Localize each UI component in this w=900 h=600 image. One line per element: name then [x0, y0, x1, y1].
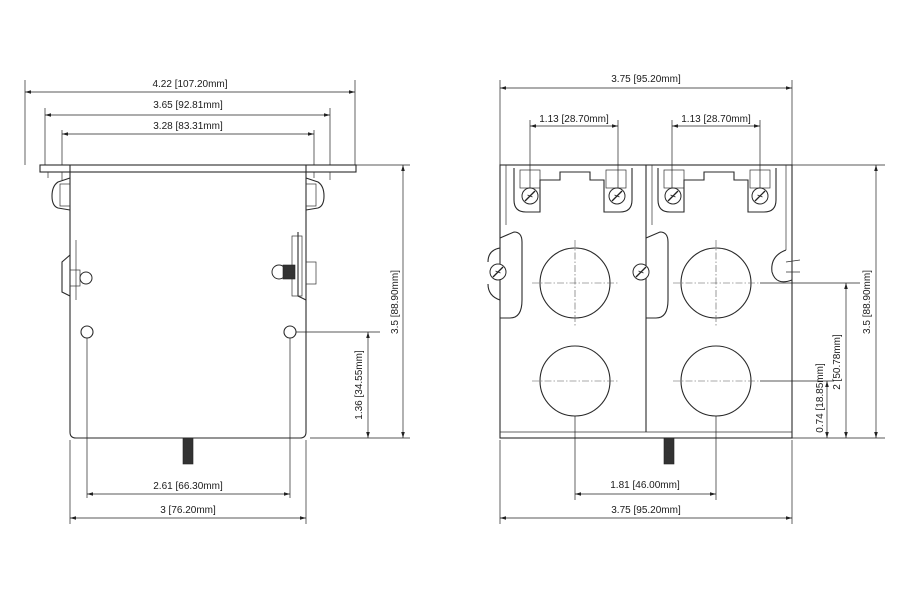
dim-outer-tab-width: 3.65 [92.81mm] — [153, 100, 223, 111]
dim-knockout-spacing: 1.81 [46.00mm] — [610, 480, 680, 491]
mounting-hole-right — [283, 325, 297, 339]
device-screw-icon — [664, 187, 682, 205]
dim-flange-width: 4.22 [107.20mm] — [152, 79, 227, 90]
left-top-clamp — [51, 177, 71, 211]
center-cable-clamp — [632, 231, 669, 319]
ground-stud — [182, 437, 194, 465]
ground-stud — [663, 437, 675, 465]
device-screw-icon — [608, 187, 626, 205]
device-screw-icon — [751, 187, 769, 205]
dim-hole-height: 1.36 [34.55mm] — [354, 350, 365, 420]
device-screw-icon — [521, 187, 539, 205]
dim-hole-spacing: 2.61 [66.30mm] — [153, 481, 223, 492]
left-side-clamp — [61, 240, 93, 300]
dim-left-screw-spacing: 1.13 [28.70mm] — [539, 114, 609, 125]
dim-front-height: 3.5 [88.90mm] — [862, 270, 873, 334]
right-top-clamp — [305, 177, 325, 211]
mounting-hole-left — [80, 325, 94, 339]
right-wall-clip — [771, 249, 801, 283]
left-cable-clamp — [487, 231, 523, 319]
box-body — [69, 165, 307, 439]
dim-front-width-top: 3.75 [95.20mm] — [611, 74, 681, 85]
mounting-flange — [39, 164, 357, 173]
dim-upper-knockout-height: 2 [50.78mm] — [832, 334, 843, 390]
dim-right-screw-spacing: 1.13 [28.70mm] — [681, 114, 751, 125]
dim-front-width-bottom: 3.75 [95.20mm] — [611, 505, 681, 516]
dim-lower-knockout-height: 0.74 [18.85mm] — [815, 363, 826, 433]
front-view: 3.75 [95.20mm] 1.13 [28.70mm] 1.13 [28.7… — [487, 74, 885, 524]
dim-side-height: 3.5 [88.90mm] — [390, 270, 401, 334]
right-side-clamp — [271, 232, 317, 301]
dim-body-width: 3 [76.20mm] — [160, 505, 216, 516]
dim-inner-tab-width: 3.28 [83.31mm] — [153, 121, 223, 132]
side-view: 4.22 [107.20mm] 3.65 [92.81mm] 3.28 [83.… — [24, 79, 410, 524]
